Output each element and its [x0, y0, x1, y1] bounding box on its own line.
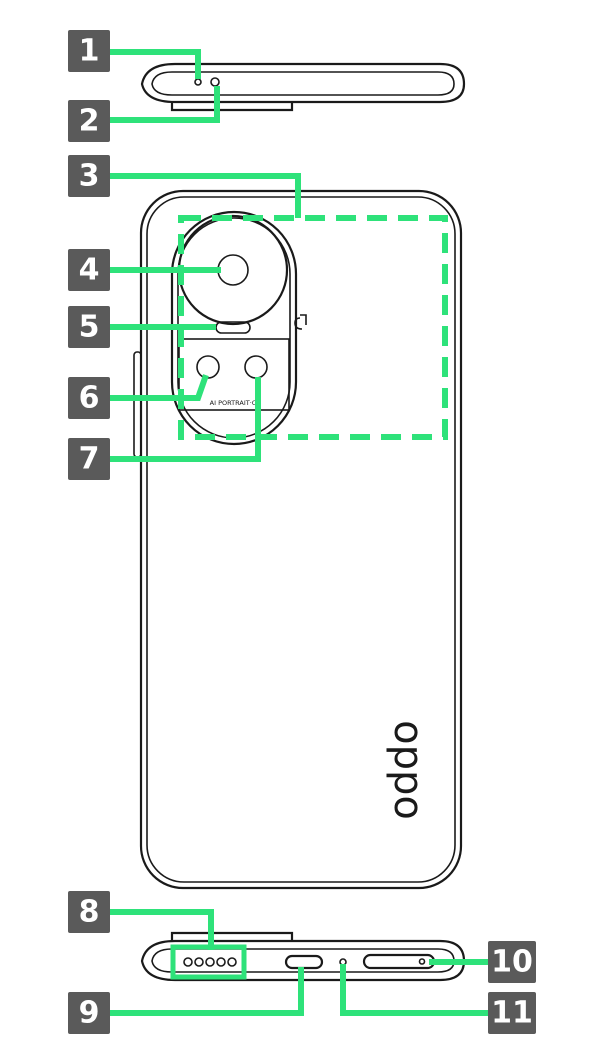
label-1: 1 — [68, 30, 110, 72]
label-9-text: 9 — [79, 996, 100, 1031]
leader-line-2 — [109, 86, 220, 123]
label-6: 6 — [68, 377, 110, 419]
top-sensor-hole — [210, 77, 220, 87]
sub-camera-lens-right — [244, 355, 268, 379]
nfc-mark-icon — [294, 314, 307, 330]
label-2: 2 — [68, 100, 110, 142]
label-11: 11 — [488, 992, 536, 1034]
label-4: 4 — [68, 249, 110, 291]
label-3-text: 3 — [79, 159, 100, 194]
label-2-text: 2 — [79, 104, 100, 139]
top-microphone-hole — [194, 78, 202, 86]
leader-line-1 — [109, 49, 201, 79]
label-8-text: 8 — [79, 895, 100, 930]
label-1-text: 1 — [79, 34, 100, 69]
label-6-text: 6 — [79, 381, 100, 416]
leader-line-7 — [109, 377, 261, 462]
sub-camera-lens-left — [196, 355, 220, 379]
label-3: 3 — [68, 155, 110, 197]
label-5-text: 5 — [79, 310, 100, 345]
label-8: 8 — [68, 891, 110, 933]
label-10: 10 — [488, 941, 536, 983]
speaker-grille — [183, 957, 237, 967]
label-7: 7 — [68, 438, 110, 480]
leader-line-9 — [109, 967, 304, 1016]
leader-line-3 — [109, 173, 301, 218]
leader-line-6 — [109, 374, 209, 401]
leader-line-8 — [109, 909, 214, 950]
camera-module-text: AI PORTRAIT·C — [210, 399, 257, 407]
leader-line-11 — [340, 964, 491, 1016]
label-7-text: 7 — [79, 442, 100, 477]
brand-logo: oppo — [385, 720, 431, 820]
label-4-text: 4 — [79, 253, 100, 288]
phone-back-view: AI PORTRAIT·C oppo — [133, 189, 463, 890]
label-10-text: 10 — [491, 945, 533, 980]
usb-port — [284, 954, 324, 970]
label-9: 9 — [68, 992, 110, 1034]
label-11-text: 11 — [491, 996, 533, 1031]
label-5: 5 — [68, 306, 110, 348]
sim-tray — [362, 953, 436, 970]
top-edge-view — [140, 62, 466, 112]
